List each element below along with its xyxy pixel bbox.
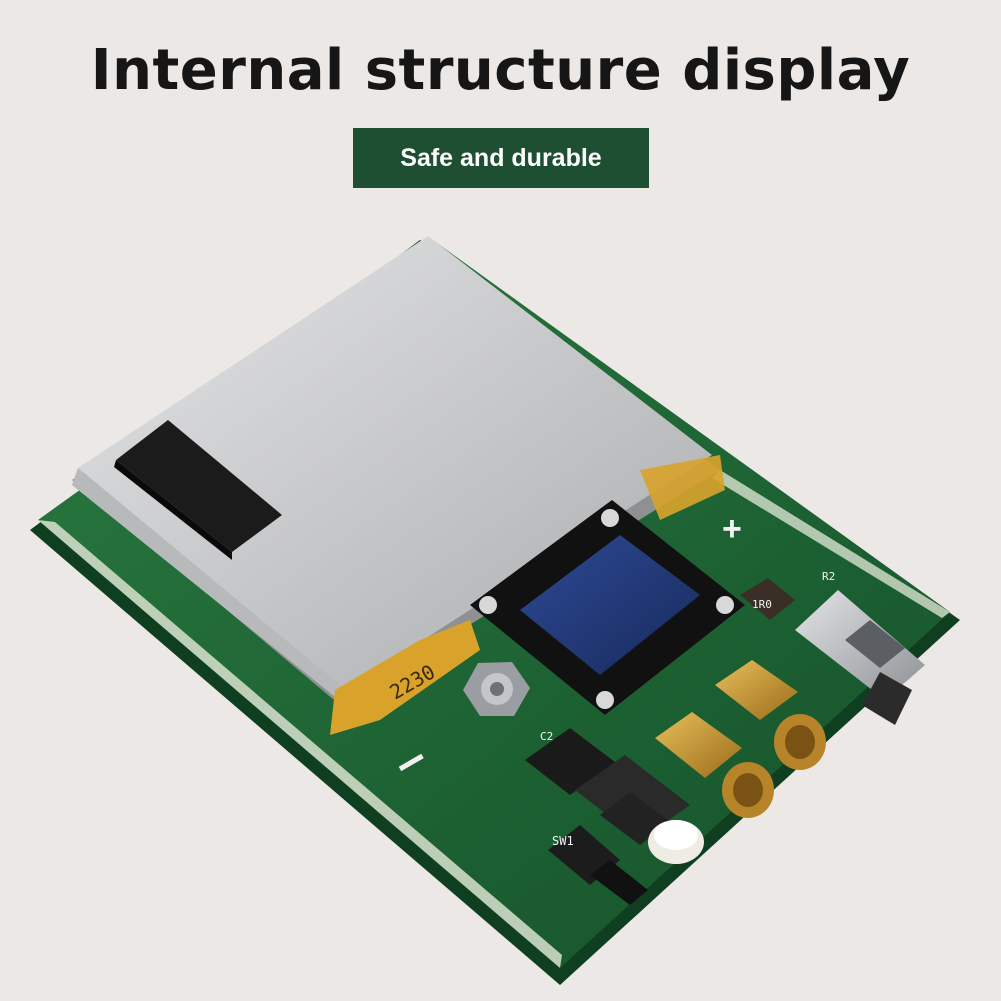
minus-marking	[398, 753, 424, 772]
hex-nut	[463, 662, 530, 716]
oled-display	[470, 500, 745, 715]
usb-port: R2	[795, 570, 925, 725]
sw1-label: SW1	[552, 834, 574, 848]
kapton-tape	[330, 620, 480, 735]
plus-marking: +	[722, 510, 742, 548]
foam-pad	[116, 420, 282, 552]
r2-label: R2	[822, 570, 835, 583]
slide-switch: SW1	[548, 825, 648, 905]
battery-pack: 2230	[72, 236, 725, 735]
sma-connector-1	[715, 660, 826, 770]
inductor-label: 1R0	[752, 598, 772, 611]
c2-label: C2	[540, 730, 553, 743]
push-button	[600, 792, 704, 864]
sma-connector-2	[655, 712, 774, 818]
page-title: Internal structure display	[90, 38, 911, 103]
usb-c-port	[862, 672, 912, 725]
screen-icon	[520, 535, 700, 675]
inductor: 1R0	[740, 578, 795, 620]
feature-badge: Safe and durable	[353, 128, 649, 188]
